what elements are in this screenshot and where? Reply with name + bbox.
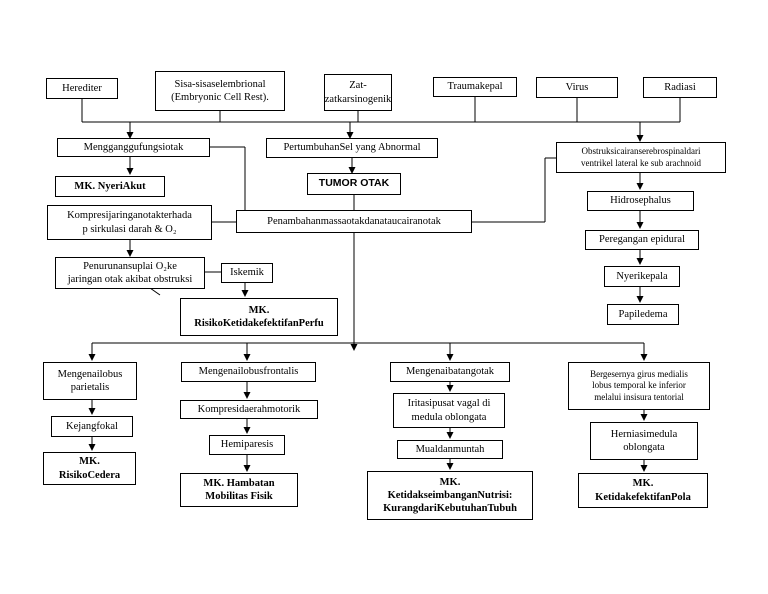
pertumbuhan-sel-abnormal: PertumbuhanSel yang Abnormal — [266, 138, 438, 158]
nutrisi-line3: KurangdariKebutuhanTubuh — [383, 503, 517, 515]
pola-line2: KetidakefektifanPola — [595, 491, 691, 503]
peregangan-label: Peregangan epidural — [598, 234, 685, 246]
iritasi-line1: Iritasipusat vagal di — [407, 398, 491, 410]
kompresi-daerah-motorik: Kompresidaerahmotorik — [180, 400, 318, 419]
kompresi-line1: Kompresijaringanotakterhada — [67, 210, 192, 222]
bergesernya-girus-medialis: Bergesernya girus medialis lobus tempora… — [568, 362, 710, 410]
iritasi-pusat-vagal: Iritasipusat vagal di medula oblongata — [393, 393, 505, 428]
nutrisi-line2: KetidakseimbanganNutrisi: — [387, 489, 513, 501]
hidrosephalus-label: Hidrosephalus — [610, 195, 671, 207]
kejang-fokal: Kejangfokal — [51, 416, 133, 437]
pertumbuhan-label: PertumbuhanSel yang Abnormal — [283, 142, 421, 154]
cause-herediter: Herediter — [46, 78, 118, 99]
hambatan-line1: MK. Hambatan — [203, 477, 275, 489]
iskemik: Iskemik — [221, 263, 273, 283]
mk-hambatan-mobilitas-fisik: MK. Hambatan Mobilitas Fisik — [180, 473, 298, 507]
mk-ketidakseimbangan-nutrisi: MK. KetidakseimbanganNutrisi: Kurangdari… — [367, 471, 533, 520]
penurunan-line2: jaringan otak akibat obstruksi — [67, 274, 193, 285]
tumor-otak: TUMOR OTAK — [307, 173, 401, 195]
papiledema-label: Papiledema — [618, 308, 668, 320]
cause-radiasi-label: Radiasi — [664, 81, 696, 93]
bergesernya-line2: lobus temporal ke inferior — [592, 380, 686, 391]
penambahan-massa-otak: Penambahanmassaotakdanataucairanotak — [236, 210, 472, 233]
mengganggu-fungsi-otak: Mengganggufungsiotak — [57, 138, 210, 157]
risiko-perfusi-line2: RisikoKetidakefektifanPerfu — [194, 318, 324, 329]
nutrisi-line1: MK. — [439, 476, 461, 488]
obstruksi-cairan-serebrospinal: Obstruksicairanserebrospinaldari ventrik… — [556, 142, 726, 173]
nyeri-kepala-label: Nyerikepala — [616, 270, 668, 282]
cause-sisa-line2: (Embryonic Cell Rest). — [171, 92, 269, 103]
mk-risiko-ketidakefektifan-perfusi: MK. RisikoKetidakefektifanPerfu — [180, 298, 338, 336]
herniasi-line1: Herniasimedula — [610, 428, 678, 440]
cedera-line2: RisikoCedera — [58, 469, 121, 481]
cause-zat-karsinogenik: Zat- zatkarsinogenik — [324, 74, 392, 111]
kompresi-jaringan-otak: Kompresijaringanotakterhada p sirkulasi … — [47, 205, 212, 240]
papiledema: Papiledema — [607, 304, 679, 325]
cause-trauma-kepala: Traumakepal — [433, 77, 517, 97]
batang-label: Mengenaibatangotak — [405, 366, 495, 378]
cause-sisa-sel-embrional: Sisa-sisaselembrional (Embryonic Cell Re… — [155, 71, 285, 111]
cause-herediter-label: Herediter — [62, 82, 102, 94]
bergesernya-line3: melalui insisura tentorial — [594, 391, 684, 402]
mual-dan-muntah: Mualdanmuntah — [397, 440, 503, 459]
iritasi-line2: medula oblongata — [411, 411, 487, 423]
hemiparesis-label: Hemiparesis — [220, 439, 274, 451]
cause-zat-line2: zatkarsinogenik — [324, 93, 392, 105]
bergesernya-line1: Bergesernya girus medialis — [590, 369, 688, 380]
kompresi-motorik-label: Kompresidaerahmotorik — [197, 403, 301, 415]
hemiparesis: Hemiparesis — [209, 435, 285, 455]
hambatan-line2: Mobilitas Fisik — [205, 491, 273, 502]
mk-risiko-cedera: MK. RisikoCedera — [43, 452, 136, 485]
herniasi-line2: oblongata — [623, 442, 665, 453]
cause-sisa-line1: Sisa-sisaselembrional — [174, 78, 266, 90]
pola-line1: MK. — [632, 478, 654, 490]
parietal-line2: parietalis — [70, 382, 110, 393]
cause-zat-line1: Zat- — [349, 80, 367, 92]
mual-label: Mualdanmuntah — [415, 443, 485, 455]
penurunan-suplai-o2: Penurunansuplai O₂ke jaringan otak akiba… — [55, 257, 205, 289]
hidrosephalus: Hidrosephalus — [587, 191, 694, 211]
tumor-otak-label: TUMOR OTAK — [318, 177, 390, 190]
herniasi-medula-oblongata: Herniasimedula oblongata — [590, 422, 698, 460]
obstruksi-line2: ventrikel lateral ke sub arachnoid — [581, 157, 701, 168]
mengganggu-label: Mengganggufungsiotak — [83, 141, 184, 153]
mengenai-batang-otak: Mengenaibatangotak — [390, 362, 510, 382]
penurunan-line1: Penurunansuplai O₂ke — [83, 260, 177, 272]
cause-radiasi: Radiasi — [643, 77, 717, 98]
cause-virus: Virus — [536, 77, 618, 98]
kejang-label: Kejangfokal — [66, 420, 118, 432]
cedera-line1: MK. — [79, 456, 100, 468]
iskemik-label: Iskemik — [230, 267, 264, 279]
mengenai-lobus-parietalis: Mengenailobus parietalis — [43, 362, 137, 400]
frontal-label: Mengenailobusfrontalis — [198, 366, 299, 378]
mengenai-lobus-frontalis: Mengenailobusfrontalis — [181, 362, 316, 382]
mk-ketidakefektifan-pola: MK. KetidakefektifanPola — [578, 473, 708, 508]
peregangan-epidural: Peregangan epidural — [585, 230, 699, 250]
kompresi-line2: p sirkulasi darah & O₂ — [82, 223, 177, 235]
cause-trauma-label: Traumakepal — [447, 81, 503, 93]
obstruksi-line1: Obstruksicairanserebrospinaldari — [581, 146, 701, 157]
nyeri-kepala: Nyerikepala — [604, 266, 680, 287]
nyeri-akut-label: MK. NyeriAkut — [74, 180, 146, 192]
penambahan-label: Penambahanmassaotakdanataucairanotak — [267, 215, 441, 227]
parietal-line1: Mengenailobus — [57, 368, 123, 380]
cause-virus-label: Virus — [565, 81, 589, 93]
mk-nyeri-akut: MK. NyeriAkut — [55, 176, 165, 197]
risiko-perfusi-line1: MK. — [248, 304, 270, 316]
